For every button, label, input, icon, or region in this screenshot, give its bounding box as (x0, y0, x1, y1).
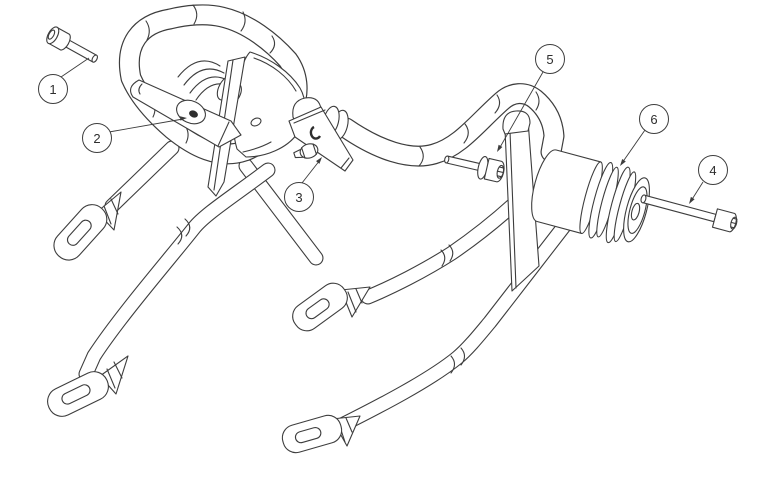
mount-tab (292, 282, 371, 332)
callout-balloon-5: 5 (535, 44, 565, 74)
right-top-tube (335, 83, 565, 167)
mount-tab (47, 355, 129, 417)
callout-balloon-6: 6 (639, 104, 669, 134)
left-front-leg (78, 162, 276, 382)
right-blade-plate (502, 110, 540, 292)
callout-label: 6 (650, 111, 658, 127)
callout-balloon-3: 3 (284, 182, 314, 212)
bolt-part-1 (46, 26, 98, 63)
callout-label: 2 (93, 130, 101, 146)
mount-tab (53, 191, 122, 261)
callout-label: 5 (546, 51, 554, 67)
leader-lines (60, 57, 704, 204)
clamp-lever-part-2 (130, 79, 242, 148)
left-frame-assembly (46, 4, 324, 417)
right-upper-leg (360, 196, 522, 305)
bracket-part-3 (288, 97, 354, 172)
callout-label: 4 (709, 162, 717, 178)
hex-bolt (293, 143, 319, 159)
callout-label: 3 (295, 189, 303, 205)
callout-balloon-4: 4 (698, 155, 728, 185)
left-upper-leg (104, 140, 180, 214)
callout-balloon-2: 2 (82, 123, 112, 153)
callout-balloon-1: 1 (38, 74, 68, 104)
callout-label: 1 (49, 81, 57, 97)
slider-spool-part-6 (531, 149, 650, 244)
bolt-part-5 (444, 155, 505, 183)
mount-tab (281, 414, 361, 454)
bolt-part-4 (640, 194, 738, 233)
